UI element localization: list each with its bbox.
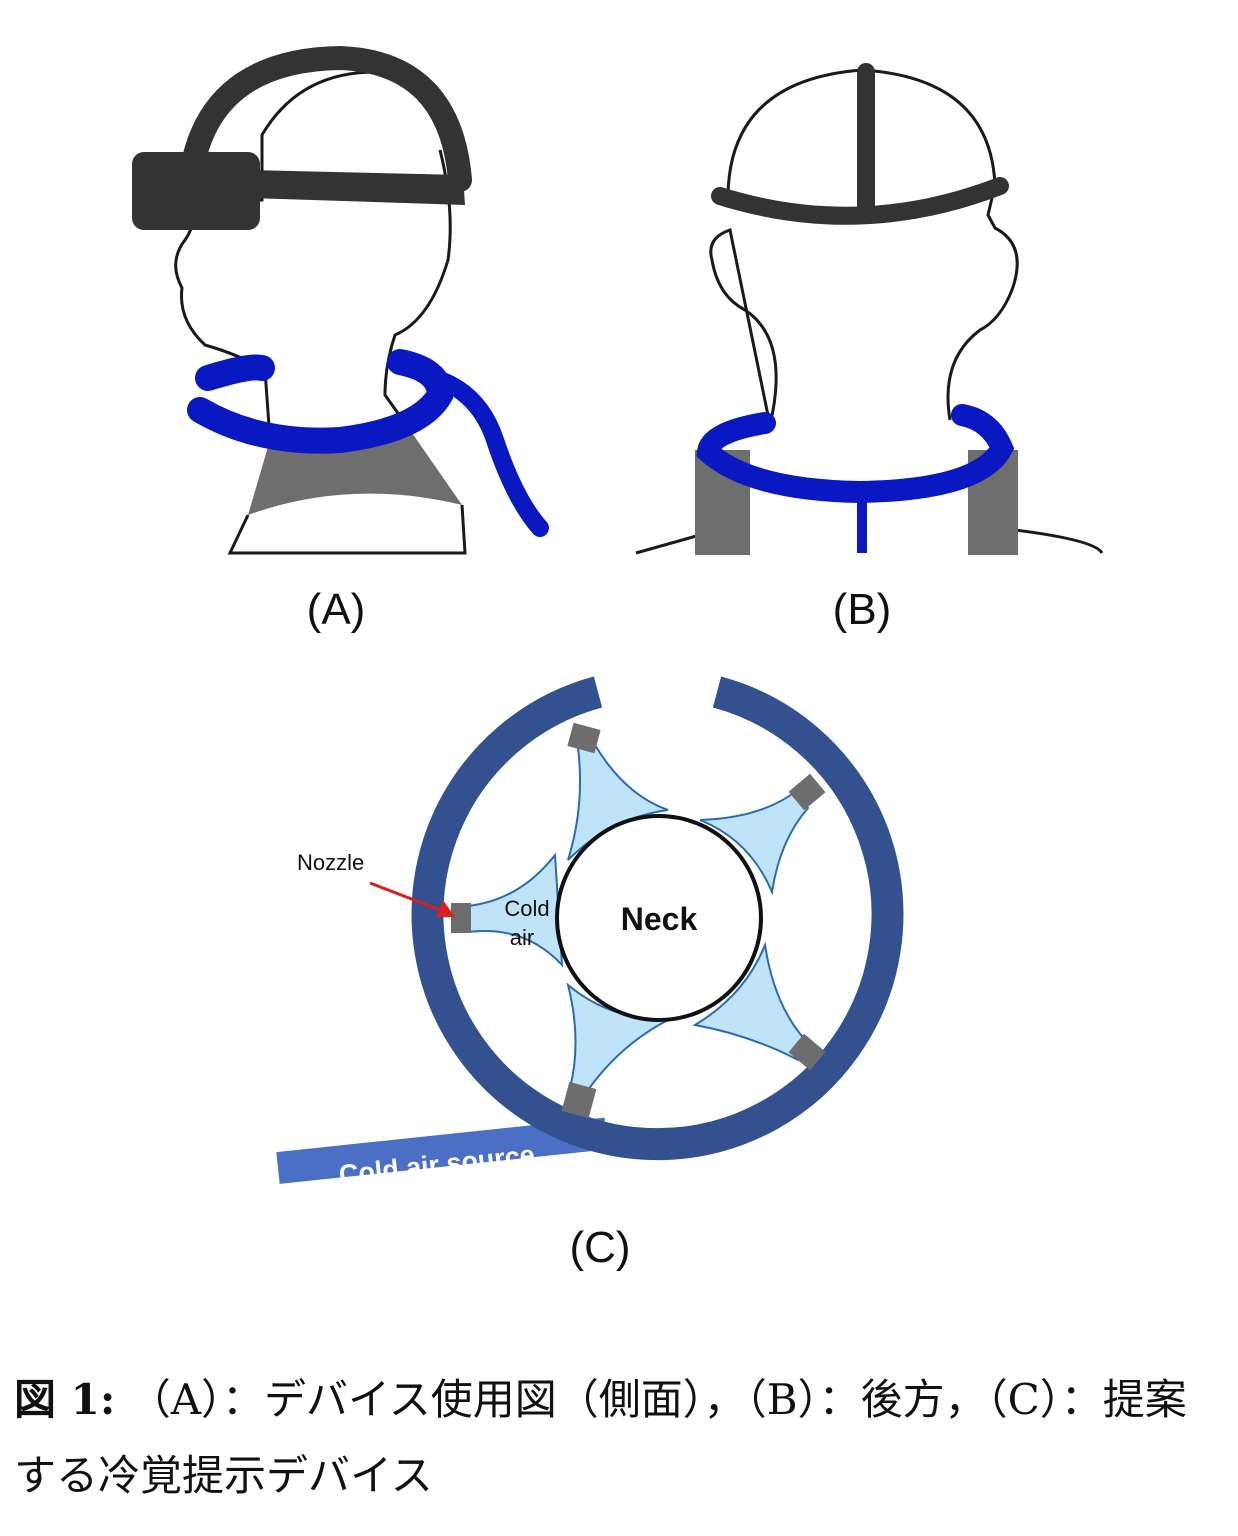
neck-label: Neck [621,901,698,937]
headset-strap-back [711,177,1009,225]
device-figure: (A) (B) Cold air source [132,45,1104,1272]
nozzle-arrow-head [436,900,455,917]
torso-outline-side [227,504,467,555]
nozzle-bottom [561,1081,597,1119]
nozzle-lower-right [788,1033,826,1071]
air-tube-side [431,371,549,537]
cold-air-jets [467,743,812,1092]
cold-air-label-line2: air [510,925,534,950]
panel-a-label: (A) [307,585,366,634]
panel-a-side-view: (A) [132,45,549,634]
panel-c-schematic: Cold air source Neck Cold air Nozzle [276,676,904,1272]
panel-b-label: (B) [833,585,892,634]
figure-number: 図 1: [14,1375,116,1424]
neck-device-ring [411,676,904,1161]
nozzle-top [567,722,601,754]
neck-circle [555,814,763,1022]
nozzle-arrow-line [369,881,449,915]
cold-air-label-line1: Cold [504,896,549,921]
shoulder-outline-back [635,528,1104,555]
cold-air-jet-upper-right [699,790,810,896]
cold-air-jet-left [467,852,564,968]
neck-band-back [696,404,1015,504]
nozzle-label: Nozzle [297,850,364,875]
vr-visor [132,152,260,230]
nozzles [451,722,826,1119]
caption-text: （A）：デバイス使用図（側面），（B）：後方，（C）：提案する冷覚提示デバイス [14,1375,1187,1500]
headset-band-side [250,170,465,205]
panel-c-label: (C) [569,1223,630,1272]
headset-strap-side [183,45,472,192]
cold-air-jet-lower-right [692,941,812,1062]
neck-band-side [187,349,454,454]
panel-b-back-view: (B) [635,63,1104,634]
head-outline-back [709,68,1019,426]
nozzle-left [451,903,471,933]
nozzle-upper-right [788,773,826,811]
cold-air-source-tube [276,1117,608,1184]
figure-caption: 図 1: （A）：デバイス使用図（側面），（B）：後方，（C）：提案する冷覚提示… [14,1362,1224,1514]
